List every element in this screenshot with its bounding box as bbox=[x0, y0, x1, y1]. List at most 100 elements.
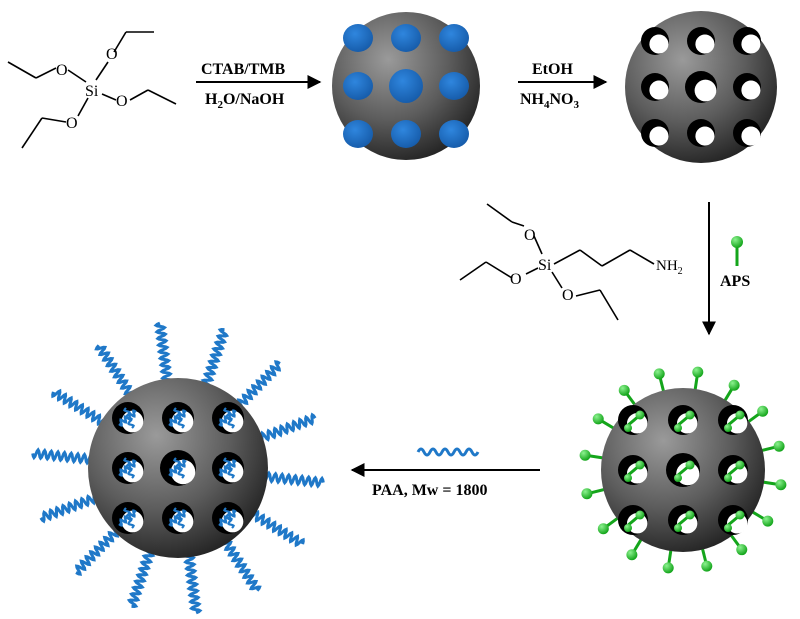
paa-chain bbox=[31, 447, 94, 466]
ctab-pore bbox=[343, 72, 373, 100]
aps-inner-ball bbox=[674, 474, 682, 482]
aps-inner-ball bbox=[735, 460, 745, 470]
aps-ball bbox=[662, 562, 674, 574]
aps-ball bbox=[579, 449, 591, 461]
paa-inner-chain bbox=[223, 507, 235, 529]
teos-oxygen-3: O bbox=[116, 93, 128, 110]
paa-chain bbox=[153, 321, 174, 385]
aps-inner-ball bbox=[735, 410, 745, 420]
step4-label: PAA, Mw = 1800 bbox=[372, 482, 487, 499]
aps-ball bbox=[592, 413, 604, 425]
paa-chain bbox=[182, 551, 203, 615]
step3-label: APS bbox=[720, 273, 750, 290]
ctab-pore bbox=[389, 69, 423, 103]
aps-inner-ball bbox=[724, 524, 732, 532]
paa-surface-chains bbox=[31, 321, 325, 615]
paa-chain bbox=[262, 470, 325, 489]
ctab-pore bbox=[343, 120, 373, 148]
pore-highlight bbox=[695, 126, 715, 146]
pore-highlight bbox=[649, 126, 669, 146]
aptes-oxygen-2: O bbox=[510, 271, 522, 288]
ctab-pore bbox=[439, 120, 469, 148]
aps-ball bbox=[618, 384, 630, 396]
aptes-oxygen-3: O bbox=[562, 287, 574, 304]
step2-reagent-1: EtOH bbox=[532, 61, 573, 78]
aps-inner-ball bbox=[635, 410, 645, 420]
ctab-pore bbox=[343, 24, 373, 52]
aps-inner-ball bbox=[685, 460, 695, 470]
aps-inner-ball bbox=[685, 510, 695, 520]
aps-ball bbox=[692, 366, 704, 378]
teos-oxygen-1: O bbox=[56, 62, 68, 79]
pore-highlight bbox=[694, 79, 717, 102]
paa-inner-chain bbox=[173, 507, 185, 529]
step2-reagent-2: NH4NO3 bbox=[520, 91, 580, 111]
paa-chain bbox=[94, 344, 136, 397]
ctab-pore bbox=[391, 24, 421, 52]
paa-chain bbox=[51, 388, 107, 427]
ctab-pore bbox=[391, 120, 421, 148]
aptes-silicon: Si bbox=[538, 257, 552, 274]
sphere-amine-functionalized bbox=[579, 366, 787, 574]
empty-pores bbox=[641, 27, 761, 147]
aps-inner-ball bbox=[724, 424, 732, 432]
paa-chain-icon bbox=[416, 447, 480, 457]
ctab-pores bbox=[343, 24, 469, 148]
sphere-ctab-filled bbox=[332, 12, 480, 160]
teos-silicon: Si bbox=[85, 83, 99, 100]
pore-highlight bbox=[741, 34, 761, 54]
teos-oxygen-2: O bbox=[106, 46, 118, 63]
ctab-pore bbox=[439, 72, 469, 100]
paa-loaded-pores bbox=[112, 402, 244, 534]
paa-chain bbox=[220, 539, 262, 592]
aps-ball bbox=[757, 405, 769, 417]
pore-highlight bbox=[676, 462, 700, 486]
aps-inner-ball bbox=[674, 524, 682, 532]
aps-ball bbox=[626, 549, 638, 561]
aps-inner-ball bbox=[635, 460, 645, 470]
pore-highlight bbox=[741, 126, 761, 146]
paa-chain bbox=[257, 412, 317, 445]
aptes-molecule bbox=[459, 203, 655, 321]
teos-oxygen-4: O bbox=[66, 115, 78, 132]
aps-ball bbox=[773, 440, 785, 452]
aps-ball bbox=[775, 479, 787, 491]
teos-molecule bbox=[7, 31, 177, 149]
paa-chain bbox=[74, 525, 120, 576]
pore-highlight bbox=[649, 34, 669, 54]
step1-reagent-2: H2O/NaOH bbox=[205, 91, 285, 111]
paa-chain bbox=[249, 509, 305, 548]
aps-inner-ball bbox=[724, 474, 732, 482]
aps-ball bbox=[762, 515, 774, 527]
paa-chain bbox=[126, 547, 156, 609]
paa-chain bbox=[39, 491, 99, 524]
paa-inner-chain bbox=[223, 407, 235, 429]
aptes-oxygen-1: O bbox=[524, 227, 536, 244]
pore-highlight bbox=[695, 34, 715, 54]
aps-ball bbox=[597, 523, 609, 535]
ctab-pore bbox=[439, 24, 469, 52]
sphere-paa-grafted bbox=[31, 321, 325, 615]
paa-inner-chain bbox=[123, 407, 135, 429]
aps-loaded-pores bbox=[618, 405, 748, 535]
aps-pin-icon bbox=[731, 236, 743, 266]
paa-inner-chain bbox=[173, 407, 185, 429]
aps-ball bbox=[736, 544, 748, 556]
paa-chain bbox=[236, 360, 282, 411]
aps-inner-ball bbox=[685, 410, 695, 420]
pore-highlight bbox=[741, 80, 761, 100]
step1-reagent-1: CTAB/TMB bbox=[201, 61, 285, 78]
aps-inner-ball bbox=[735, 510, 745, 520]
paa-inner-chain bbox=[123, 507, 135, 529]
aps-inner-ball bbox=[674, 424, 682, 432]
paa-inner-chain bbox=[223, 457, 235, 479]
paa-inner-chain bbox=[123, 457, 135, 479]
aps-inner-ball bbox=[624, 524, 632, 532]
aps-ball bbox=[701, 560, 713, 572]
aps-inner-ball bbox=[624, 474, 632, 482]
aps-ball bbox=[581, 488, 593, 500]
aps-inner-ball bbox=[635, 510, 645, 520]
aps-inner-ball bbox=[624, 424, 632, 432]
sphere-mesoporous bbox=[625, 11, 777, 163]
